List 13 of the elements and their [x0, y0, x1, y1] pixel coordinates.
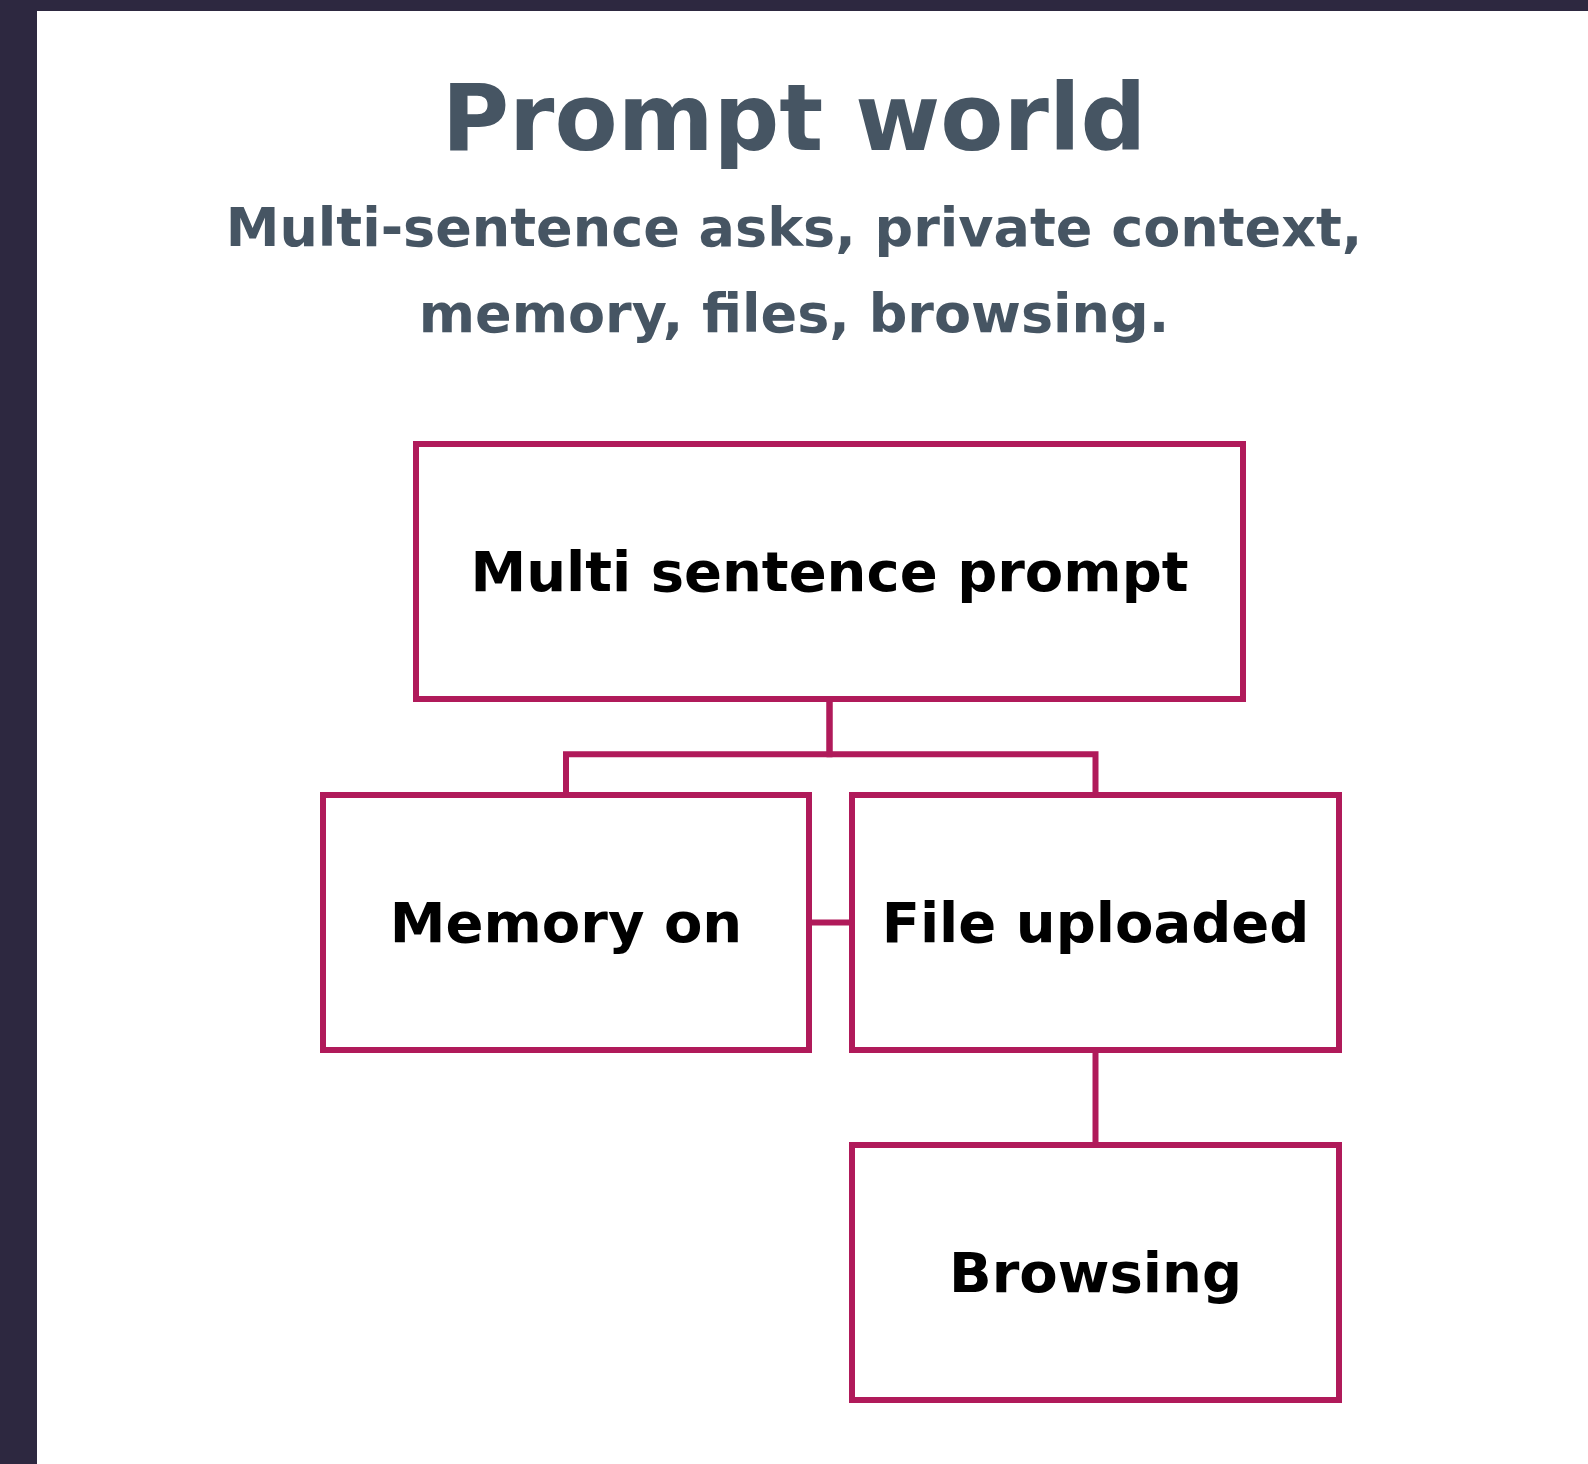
- node-label: Browsing: [949, 1240, 1242, 1305]
- connector-line: [812, 919, 849, 926]
- connector-line: [1092, 1053, 1099, 1142]
- diagram-title: Prompt world: [440, 68, 1148, 170]
- process-box: [849, 792, 1342, 1053]
- connector-line: [826, 702, 1099, 792]
- node-label: File uploaded: [881, 890, 1310, 955]
- node-label: Memory on: [389, 890, 743, 955]
- process-box: [320, 792, 812, 1053]
- process-box: [849, 1142, 1342, 1403]
- process-box: [413, 441, 1246, 702]
- diagram-subtitle: Multi-sentence asks, private context, memory, files, browsing.: [224, 195, 1364, 347]
- node-label: Multi sentence prompt: [470, 539, 1189, 604]
